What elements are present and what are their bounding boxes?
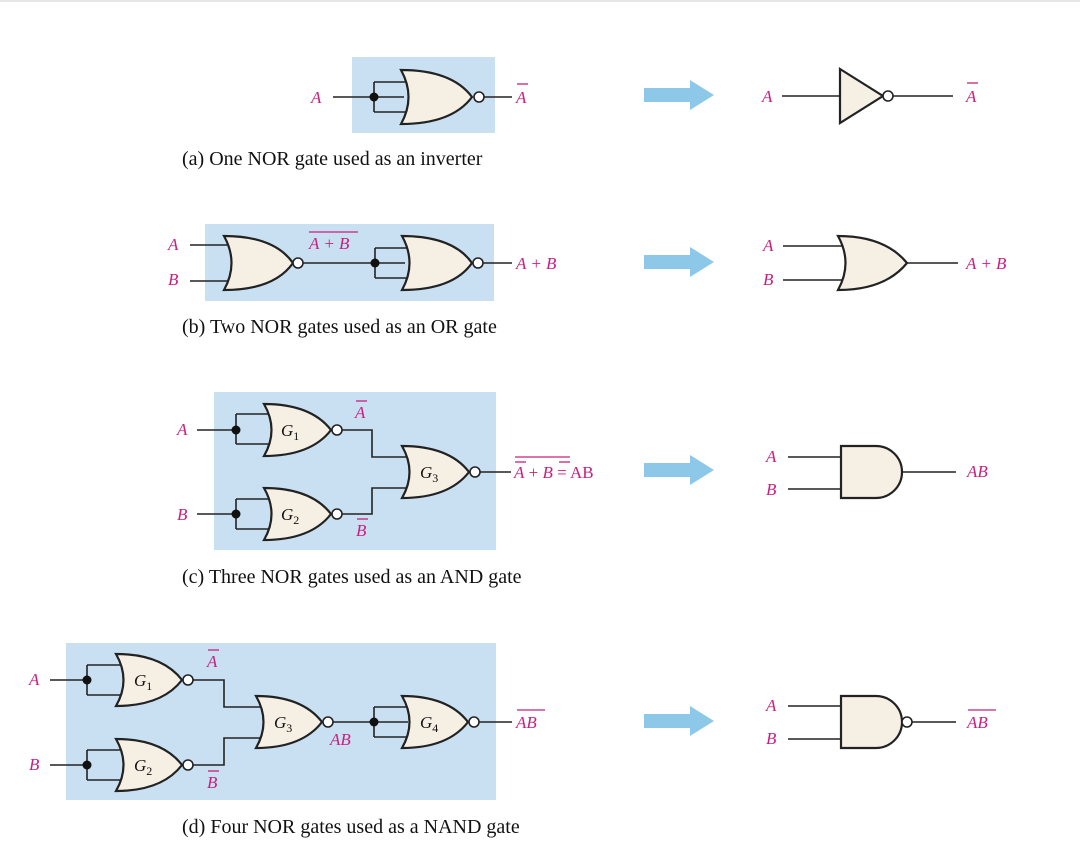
c-abar-label: A — [354, 403, 366, 422]
a-junction-dot — [369, 92, 379, 102]
a-equivalence-arrow — [644, 80, 714, 110]
c-g2-label: G2 — [281, 505, 299, 527]
b-equivalence-arrow — [644, 247, 714, 277]
c-bubble-g2 — [331, 508, 343, 520]
c-caption: (c) Three NOR gates used as an AND gate — [182, 566, 522, 588]
d-abar-label: A — [206, 652, 218, 671]
c-g1-label: G1 — [281, 421, 299, 443]
c-eq-input-a-label: A — [765, 447, 777, 466]
section-a: A A (a) One NOR gate used as an inverter… — [182, 57, 978, 170]
c-junction-dot-b — [231, 509, 241, 519]
a-input-a-label: A — [310, 88, 322, 107]
c-gate-g2 — [262, 486, 333, 542]
d-bubble-g2 — [182, 759, 194, 771]
d-g2-label: G2 — [134, 756, 152, 778]
d-mid-label: AB — [329, 730, 351, 749]
c-g3-label: G3 — [420, 463, 438, 485]
d-gate-g4 — [400, 694, 470, 750]
b-nor-bubble-2 — [472, 257, 484, 269]
b-caption: (b) Two NOR gates used as an OR gate — [182, 316, 497, 338]
d-gate-g1 — [114, 652, 184, 708]
b-eq-output-label: A + B — [965, 254, 1007, 273]
b-output-label: A + B — [515, 254, 557, 273]
a-inverter-gate — [838, 67, 886, 125]
d-equivalence-arrow — [644, 706, 714, 736]
b-nor-gate-1 — [222, 234, 295, 292]
d-gate-g2 — [114, 737, 184, 793]
c-gate-g1 — [262, 402, 333, 458]
a-nor-gate — [399, 68, 474, 126]
a-caption: (a) One NOR gate used as an inverter — [182, 148, 483, 170]
a-eq-output-label: A — [965, 87, 977, 106]
d-input-a-label: A — [28, 670, 40, 689]
d-input-b-label: B — [29, 755, 40, 774]
c-eq-input-b-label: B — [766, 480, 777, 499]
b-or-gate — [836, 234, 909, 292]
d-g1-label: G1 — [134, 671, 152, 693]
d-nand-gate — [839, 694, 904, 750]
a-eq-input-label: A — [761, 87, 773, 106]
d-nand-bubble — [901, 716, 913, 728]
c-junction-dot-a — [231, 425, 241, 435]
section-b: A B A + B A + B (b) Two NOR gates used a… — [167, 224, 1007, 338]
d-eq-input-b-label: B — [766, 729, 777, 748]
d-junction-dot-b — [82, 760, 92, 770]
a-nor-bubble — [473, 91, 485, 103]
d-output-label: AB — [515, 713, 537, 732]
d-junction-dot-a — [82, 675, 92, 685]
c-input-b-label: B — [177, 505, 188, 524]
d-g3-label: G3 — [274, 713, 292, 735]
top-divider — [0, 0, 1080, 2]
b-input-a-label: A — [167, 235, 179, 254]
d-bubble-g4 — [468, 716, 480, 728]
d-g4-label: G4 — [420, 713, 438, 735]
d-caption: (d) Four NOR gates used as a NAND gate — [182, 816, 520, 838]
c-bubble-g3 — [469, 466, 481, 478]
b-eq-input-a-label: A — [762, 236, 774, 255]
d-gate-g3 — [254, 694, 324, 750]
section-d: A B G1 A G2 B G3 AB — [28, 643, 996, 838]
d-eq-input-a-label: A — [765, 696, 777, 715]
b-junction-dot — [370, 258, 380, 268]
c-input-a-label: A — [176, 420, 188, 439]
c-gate-g3 — [400, 444, 471, 500]
a-output-label: A — [515, 88, 527, 107]
c-bbar-label: B — [356, 521, 367, 540]
d-bbar-label: B — [207, 773, 218, 792]
d-eq-output-label: AB — [966, 713, 988, 732]
b-eq-input-b-label: B — [763, 270, 774, 289]
section-c: A B G1 A G2 B G3 A + B = AB (c) T — [176, 392, 988, 588]
d-junction-dot-mid — [369, 717, 379, 727]
c-eq-output-label: AB — [966, 462, 988, 481]
c-bubble-g1 — [331, 424, 343, 436]
d-bubble-g1 — [182, 674, 194, 686]
c-equivalence-arrow — [644, 455, 714, 485]
b-nor-gate-2 — [400, 234, 474, 292]
a-inverter-bubble — [882, 90, 894, 102]
b-nor-bubble-1 — [292, 257, 304, 269]
c-output-label: A + B = AB — [513, 463, 594, 482]
b-input-b-label: B — [168, 270, 179, 289]
b-mid-label: A + B — [308, 234, 350, 253]
d-bubble-g3 — [322, 716, 334, 728]
c-and-gate — [839, 444, 904, 500]
